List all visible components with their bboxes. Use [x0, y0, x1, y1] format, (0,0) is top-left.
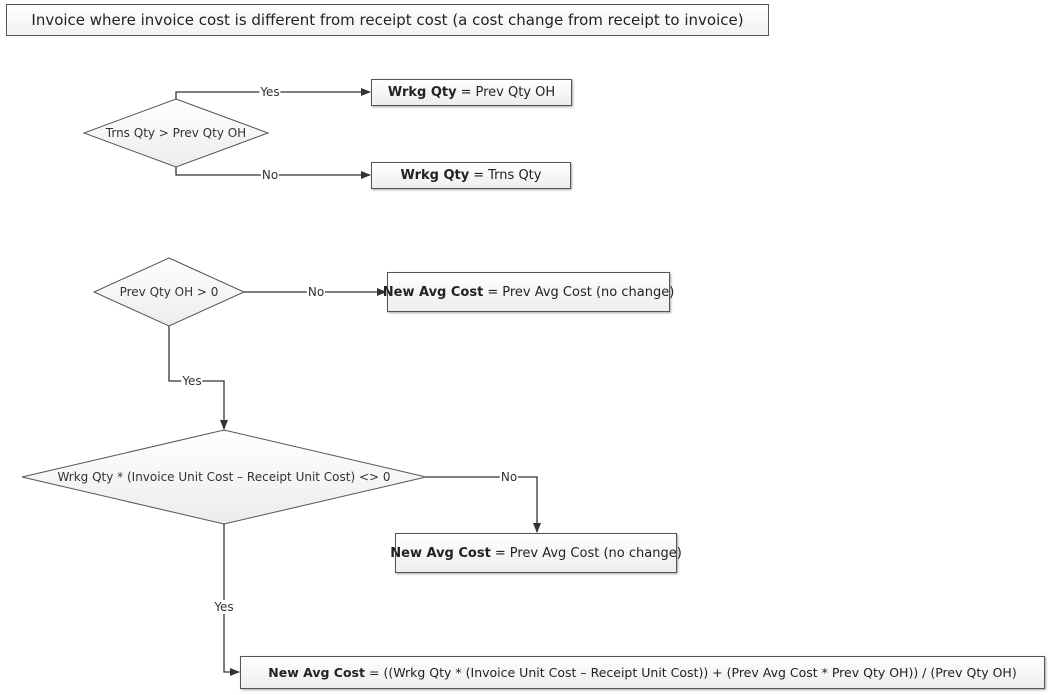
label-d2-no: No	[306, 285, 326, 299]
connector-d1-yes	[175, 88, 371, 99]
result-value: Trns Qty	[488, 168, 542, 183]
result-eq: =	[460, 85, 472, 100]
label-d3-yes: Yes	[213, 600, 235, 614]
result-eq: =	[473, 168, 485, 183]
label-d3-no: No	[499, 470, 519, 484]
result-key: New Avg Cost	[268, 665, 365, 680]
result-value: Prev Avg Cost (no change)	[509, 545, 682, 561]
diagram-title: Invoice where invoice cost is different …	[6, 4, 769, 36]
result-key: Wrkg Qty	[400, 168, 470, 183]
result-eq: =	[487, 284, 499, 300]
result-new-avg-cost-no-change-2: New Avg Cost = Prev Avg Cost (no change)	[390, 533, 682, 573]
result-value: Prev Qty OH	[475, 85, 556, 100]
decision-trns-qty-text: Trns Qty > Prev Qty OH	[105, 126, 247, 140]
result-new-avg-cost-no-change-1: New Avg Cost = Prev Avg Cost (no change)	[383, 272, 674, 312]
label-d1-no: No	[260, 168, 280, 182]
connector-d3-yes	[223, 524, 240, 676]
label-d2-yes: Yes	[181, 374, 203, 388]
result-new-avg-cost-formula: New Avg Cost = ((Wrkg Qty * (Invoice Uni…	[240, 656, 1045, 689]
result-eq: =	[494, 545, 506, 561]
result-eq: =	[368, 665, 380, 680]
connector-d3-no	[426, 476, 541, 533]
decision-prev-qty-oh-text: Prev Qty OH > 0	[119, 285, 219, 299]
result-key: New Avg Cost	[390, 545, 491, 561]
decision-wrkg-qty-cost-text: Wrkg Qty * (Invoice Unit Cost – Receipt …	[57, 470, 391, 484]
result-key: New Avg Cost	[382, 284, 484, 300]
label-d1-yes: Yes	[259, 85, 281, 99]
connector-d1-no	[175, 167, 371, 179]
result-wrkg-qty-prev: Wrkg Qty = Prev Qty OH	[371, 79, 572, 106]
result-value: ((Wrkg Qty * (Invoice Unit Cost – Receip…	[383, 665, 1017, 680]
result-key: Wrkg Qty	[387, 85, 457, 100]
result-value: Prev Avg Cost (no change)	[502, 284, 675, 300]
result-wrkg-qty-trns: Wrkg Qty = Trns Qty	[371, 162, 571, 189]
